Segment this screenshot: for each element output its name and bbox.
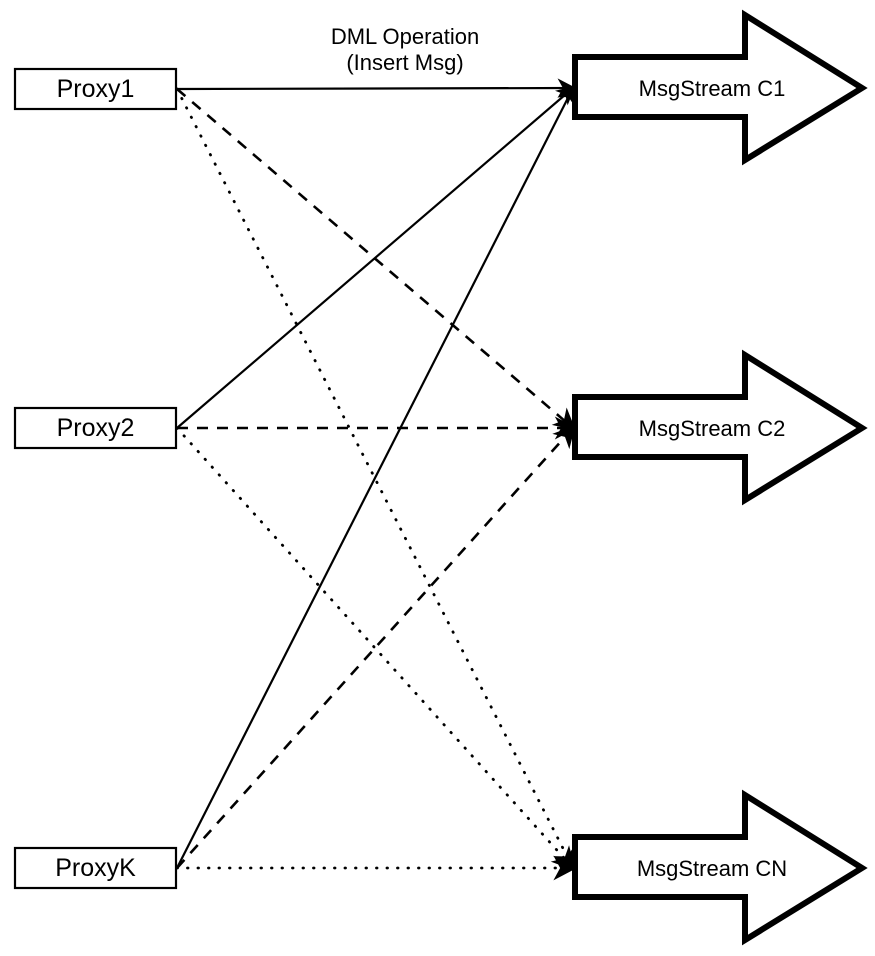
edge-proxy1-to-stream_c1 <box>176 78 577 98</box>
stream-arrow-outline <box>572 9 868 166</box>
stream-arrow-outline <box>572 789 868 946</box>
stream-arrow-label: MsgStream CN <box>637 856 787 881</box>
source-node-proxy2[interactable]: Proxy2 <box>13 406 178 450</box>
edge-caption-line-1: DML Operation <box>331 24 479 49</box>
edge-caption-line-2: (Insert Msg) <box>346 50 463 75</box>
edge-proxy2-to-stream_cn <box>175 426 576 871</box>
edge-proxy2-to-stream_c1 <box>176 85 576 429</box>
source-node-proxyk[interactable]: ProxyK <box>13 846 178 890</box>
source-node-box <box>13 846 178 890</box>
stream-arrow-stream_c1[interactable]: MsgStream C1 <box>572 9 868 166</box>
source-node-label: ProxyK <box>55 854 136 882</box>
edge-proxy1-to-stream_cn <box>175 87 576 872</box>
source-node-label: Proxy2 <box>57 414 135 442</box>
edge-caption: DML Operation (Insert Msg) <box>331 24 479 75</box>
source-node-label: Proxy1 <box>57 75 135 103</box>
target-stream-layer: MsgStream C1 MsgStream C2 MsgStream CN <box>572 9 868 946</box>
stream-arrow-outline <box>572 349 868 506</box>
edge-proxyk-to-stream_c1 <box>176 85 575 869</box>
stream-arrow-stream_cn[interactable]: MsgStream CN <box>572 789 868 946</box>
source-node-box <box>13 67 178 111</box>
source-node-proxy1[interactable]: Proxy1 <box>13 67 178 111</box>
stream-arrow-stream_c2[interactable]: MsgStream C2 <box>572 349 868 506</box>
edge-layer <box>175 78 577 881</box>
source-node-box <box>13 406 178 450</box>
stream-arrow-label: MsgStream C2 <box>639 416 786 441</box>
stream-arrow-label: MsgStream C1 <box>639 76 786 101</box>
